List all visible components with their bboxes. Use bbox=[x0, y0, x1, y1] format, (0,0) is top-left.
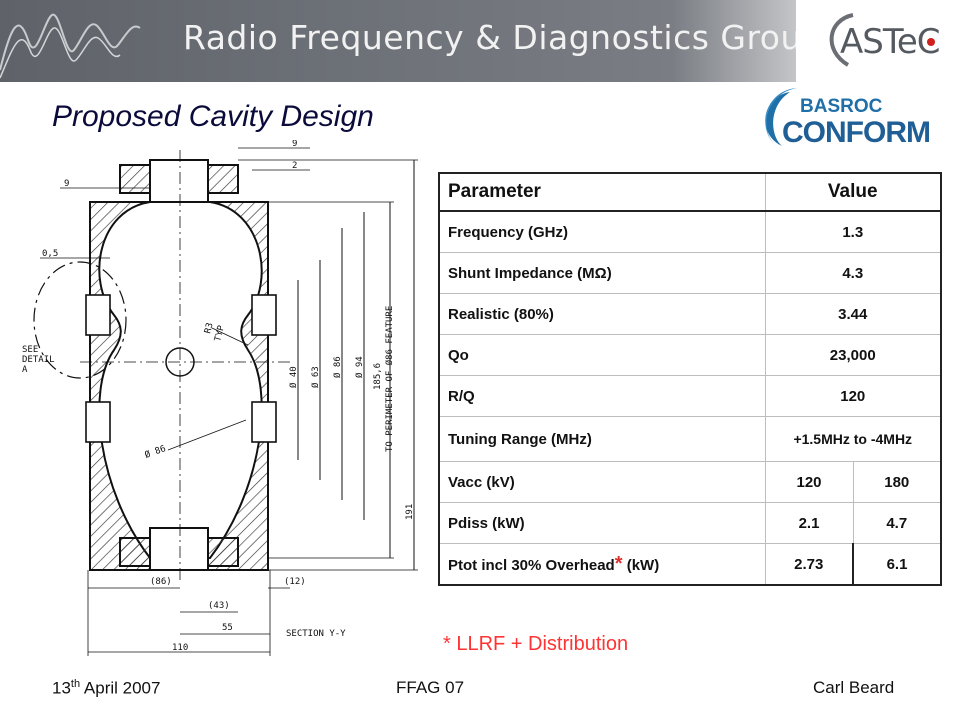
astec-arc-icon bbox=[829, 13, 854, 67]
parameter-table: Parameter Value Frequency (GHz) 1.3 Shun… bbox=[438, 172, 942, 586]
dim-label: R3 bbox=[203, 322, 215, 335]
dim-label: 2 bbox=[292, 161, 297, 171]
table-row: Realistic (80%) 3.44 bbox=[438, 293, 942, 335]
dim-label: Ø 86 bbox=[332, 356, 343, 378]
param-cell: Qo bbox=[438, 334, 766, 376]
slide-title: Proposed Cavity Design bbox=[52, 100, 374, 133]
value-cell-2: 180 bbox=[852, 461, 942, 503]
section-label: SECTION Y-Y bbox=[286, 629, 346, 639]
value-cell-2: 4.7 bbox=[852, 502, 942, 544]
header-banner: Radio Frequency & Diagnostics Group ASTe… bbox=[0, 0, 960, 82]
table-header-row: Parameter Value bbox=[438, 172, 942, 212]
asterisk-marker: * bbox=[614, 552, 623, 575]
basroc-conform-logo: BASROC CONFORM bbox=[765, 88, 931, 149]
table-row: Qo 23,000 bbox=[438, 334, 942, 376]
footer-author: Carl Beard bbox=[813, 678, 895, 697]
value-cell: 120 bbox=[764, 375, 942, 417]
dim-label: 9 bbox=[64, 179, 69, 189]
value-cell-1: 2.73 bbox=[764, 543, 854, 586]
detail-note: DETAIL bbox=[22, 355, 55, 365]
value-cell: 23,000 bbox=[764, 334, 942, 376]
param-cell: Realistic (80%) bbox=[438, 293, 766, 335]
table-row: Pdiss (kW) 2.1 4.7 bbox=[438, 502, 942, 544]
dim-label: (86) bbox=[150, 577, 172, 587]
waveform-graphic bbox=[0, 13, 141, 79]
dim-label: 0,5 bbox=[42, 249, 58, 259]
astec-logo-text: ASTeC bbox=[840, 22, 940, 62]
param-cell: Shunt Impedance (MΩ) bbox=[438, 252, 766, 294]
conform-text: CONFORM bbox=[782, 116, 930, 149]
astec-logo-dot bbox=[927, 38, 935, 46]
value-cell: 4.3 bbox=[764, 252, 942, 294]
table-row: Vacc (kV) 120 180 bbox=[438, 461, 942, 503]
param-cell: R/Q bbox=[438, 375, 766, 417]
dim-label: TO PERIMETER OF Ø86 FEATURE bbox=[384, 306, 395, 452]
table-row: R/Q 120 bbox=[438, 375, 942, 417]
value-cell: 1.3 bbox=[764, 210, 942, 253]
param-cell: Frequency (GHz) bbox=[438, 210, 766, 253]
value-cell: 3.44 bbox=[764, 293, 942, 335]
dim-label: TYP bbox=[213, 324, 227, 343]
value-cell-1: 2.1 bbox=[764, 502, 854, 544]
dim-label: 9 bbox=[292, 140, 297, 149]
dim-label: (43) bbox=[208, 601, 230, 611]
basroc-text: BASROC bbox=[800, 96, 883, 117]
dim-label: 55 bbox=[222, 623, 233, 633]
detail-note: A bbox=[22, 365, 28, 375]
value-cell-2: 6.1 bbox=[852, 543, 942, 586]
param-unit: (kW) bbox=[626, 556, 660, 574]
table-row: Frequency (GHz) 1.3 bbox=[438, 210, 942, 253]
dim-label: 110 bbox=[172, 643, 188, 653]
table-row: Ptot incl 30% Overhead* (kW) 2.73 6.1 bbox=[438, 543, 942, 586]
dim-label: Ø 40 bbox=[288, 366, 299, 388]
footer-date: 13th April 2007 bbox=[52, 678, 161, 698]
cavity-void bbox=[98, 201, 263, 559]
dim-label: 185,6 bbox=[373, 363, 383, 390]
dim-label: (12) bbox=[284, 577, 306, 587]
header-parameter: Parameter bbox=[438, 172, 766, 212]
group-title: Radio Frequency & Diagnostics Group bbox=[183, 18, 824, 57]
dim-label: Ø 94 bbox=[354, 356, 365, 378]
header-value: Value bbox=[764, 172, 942, 212]
param-cell: Vacc (kV) bbox=[438, 461, 766, 503]
param-cell: Ptot incl 30% Overhead* (kW) bbox=[438, 543, 766, 586]
value-cell-1: 120 bbox=[764, 461, 854, 503]
table-row: Shunt Impedance (MΩ) 4.3 bbox=[438, 252, 942, 294]
param-cell: Tuning Range (MHz) bbox=[438, 416, 766, 462]
footer-event: FFAG 07 bbox=[396, 678, 465, 697]
dim-label: 191 bbox=[405, 504, 415, 520]
value-cell: +1.5MHz to -4MHz bbox=[764, 416, 942, 462]
param-text: Ptot incl 30% Overhead bbox=[448, 556, 615, 574]
cavity-technical-drawing: 9 2 9 0,5 R3 TYP Ø 40 Ø 63 Ø 86 Ø 94 185… bbox=[22, 140, 418, 656]
footnote: * LLRF + Distribution bbox=[443, 633, 629, 655]
param-cell: Pdiss (kW) bbox=[438, 502, 766, 544]
table-row: Tuning Range (MHz) +1.5MHz to -4MHz bbox=[438, 416, 942, 462]
dim-label: Ø 63 bbox=[310, 366, 321, 388]
detail-note: SEE bbox=[22, 345, 38, 355]
